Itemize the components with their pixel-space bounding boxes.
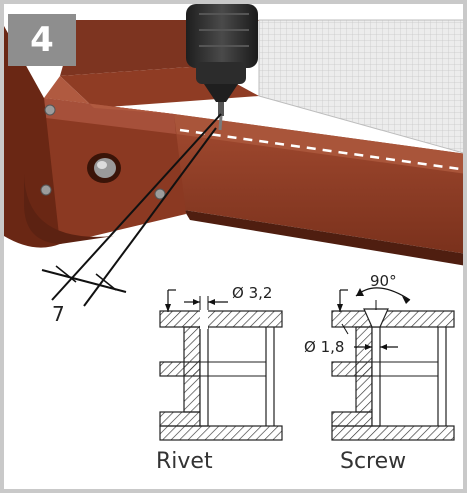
cap-screw-3 xyxy=(154,188,166,200)
drill-line xyxy=(179,128,463,171)
screw-section xyxy=(331,287,455,441)
drill xyxy=(186,4,258,131)
offset-dimension-line xyxy=(41,269,127,293)
roof-panel xyxy=(258,19,463,154)
assembly-illustration xyxy=(4,4,463,441)
cap-screw-1 xyxy=(44,104,56,116)
screw-diameter-label: Ø 1,8 xyxy=(304,338,345,356)
extension-line-2 xyxy=(83,127,217,307)
step-badge: 4 xyxy=(8,14,76,66)
offset-label: 7 xyxy=(52,302,65,326)
screw-angle-label: 90° xyxy=(370,272,397,290)
rivet-caption: Rivet xyxy=(156,449,213,474)
cap-screw-2 xyxy=(40,184,52,196)
screw-caption: Screw xyxy=(340,449,407,474)
extension-line-1 xyxy=(51,113,222,301)
rivet-diameter-label: Ø 3,2 xyxy=(232,284,273,302)
rivet-section xyxy=(159,289,283,441)
